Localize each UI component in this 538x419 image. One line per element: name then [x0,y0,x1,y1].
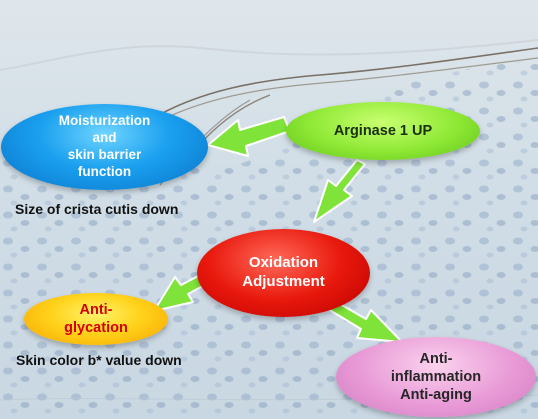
anti-inflammation-label: Anti- inflammation Anti-aging [390,350,482,404]
crista-caption: Size of crista cutis down [15,201,179,217]
oxidation-label: Oxidation Adjustment [242,254,325,290]
arrows-layer [153,116,403,343]
arginase-node: Arginase 1 UP [286,102,480,160]
skin-color-caption: Skin color b* value down [16,352,182,368]
moisturization-label: Moisturization and skin barrier function [58,113,151,179]
glycation-node: Anti- glycation [24,293,168,345]
arginase-label: Arginase 1 UP [333,122,433,139]
moisturization-node: Moisturization and skin barrier function [1,104,208,190]
arrow-arginase-to-oxidation [313,159,366,223]
oxidation-node: Oxidation Adjustment [197,229,370,317]
anti-inflammation-node: Anti- inflammation Anti-aging [336,337,536,417]
glycation-label: Anti- glycation [64,301,128,336]
arrow-oxidation-to-anti-inflammation [327,299,403,343]
arrow-arginase-to-moisturization [207,116,291,157]
